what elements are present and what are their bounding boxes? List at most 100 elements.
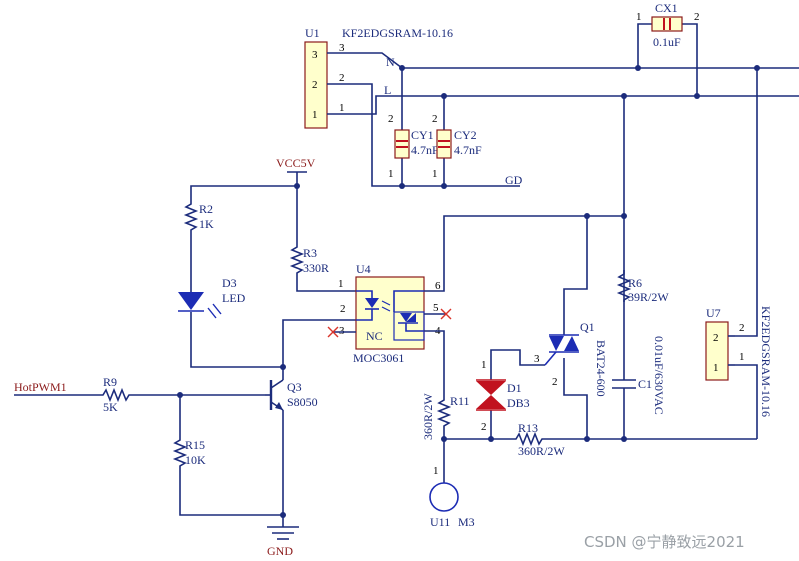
u7-wire1-num: 1 [739, 351, 745, 363]
cx1-capacitor: CX1 0.1uF 1 2 [636, 1, 700, 49]
q3-transistor: Q3 S8050 [265, 379, 318, 411]
r15-resistor: R15 10K [172, 395, 283, 516]
q1-value: BAT24-600 [594, 340, 608, 397]
r9-value: 5K [103, 400, 118, 414]
r3-resistor: R3 330R [289, 243, 329, 275]
cx1-pin2: 2 [694, 11, 700, 23]
triac-wiring [443, 216, 758, 483]
hotpwm-label: HotPWM1 [14, 380, 67, 394]
q1-triac: Q1 BAT24-600 2 3 [534, 320, 608, 397]
r9-ref: R9 [103, 375, 117, 389]
r11-resistor: R11 360R/2W [421, 393, 470, 440]
vcc5v-label: VCC5V [276, 156, 316, 170]
u7-connector: 2 1 2 1 U7 KF2EDGSRAM-10.16 [705, 306, 773, 417]
cy2-value: 4.7nF [454, 143, 482, 157]
q3-value: S8050 [287, 395, 318, 409]
junction-dots [177, 65, 760, 518]
d1-pin2: 2 [481, 421, 487, 433]
u1-pin2-num: 2 [312, 79, 318, 91]
cy2-pin-bottom: 1 [432, 168, 438, 180]
vcc5v-supply: VCC5V [276, 156, 316, 186]
d1-diac: D1 DB3 1 2 [476, 359, 530, 433]
q1-pin3: 3 [534, 353, 540, 365]
gnd-symbol: GND [267, 515, 299, 558]
led-branch-wiring [190, 185, 356, 515]
d3-led: D3 LED [178, 276, 246, 319]
u1-value: KF2EDGSRAM-10.16 [342, 26, 453, 40]
u4-pin3: 3 [339, 325, 345, 337]
cy2-capacitor: CY2 4.7nF 2 1 [432, 113, 482, 180]
u11-pin: 1 [433, 465, 439, 477]
u1-ref: U1 [305, 26, 320, 40]
net-l-label: L [384, 83, 391, 97]
u1-pin3-num: 3 [312, 49, 318, 61]
q3-ref: Q3 [287, 380, 302, 394]
r9-resistor: R9 5K [99, 375, 265, 414]
c1-capacitor: C1 0.01uF/630VAC [612, 336, 666, 415]
u1-pin1-num: 1 [312, 109, 318, 121]
r3-ref: R3 [303, 246, 317, 260]
r15-value: 10K [185, 453, 206, 467]
u4-optocoupler: U4 MOC3061 1 2 3 4 5 6 NC [338, 262, 441, 365]
r13-ref: R13 [518, 421, 538, 435]
u4-pin2: 2 [340, 303, 346, 315]
u4-nc-label: NC [366, 329, 383, 343]
r2-resistor: R2 1K [183, 200, 214, 232]
r6-ref: R6 [628, 276, 642, 290]
u7-pin2-num: 2 [713, 332, 719, 344]
d1-ref: D1 [507, 381, 522, 395]
u1-connector: 3 2 1 U1 KF2EDGSRAM-10.16 3 2 1 N L [304, 26, 453, 129]
cy1-capacitor: CY1 4.7nF 2 1 [388, 113, 439, 180]
u4-ref: U4 [356, 262, 371, 276]
gnd-label: GND [267, 544, 293, 558]
u1-wire2-num: 2 [339, 72, 345, 84]
u1-body [304, 41, 328, 129]
r6-resistor: R6 39R/2W [616, 270, 669, 304]
net-n-label: N [386, 55, 395, 69]
r11-value: 360R/2W [421, 393, 435, 440]
d3-ref: D3 [222, 276, 237, 290]
r2-ref: R2 [199, 202, 213, 216]
u7-pin1-num: 1 [713, 362, 719, 374]
cy1-pin-bottom: 1 [388, 168, 394, 180]
u11-value: M3 [458, 515, 475, 529]
cy2-ref: CY2 [454, 128, 477, 142]
u7-value: KF2EDGSRAM-10.16 [759, 306, 773, 417]
gd-net-label: GD [505, 173, 523, 187]
cy1-pin-top: 2 [388, 113, 394, 125]
r3-value: 330R [303, 261, 329, 275]
cy1-ref: CY1 [411, 128, 434, 142]
watermark: CSDN @宁静致远2021 [584, 533, 745, 551]
cx1-pin1: 1 [636, 11, 642, 23]
r13-resistor: R13 360R/2W [512, 421, 565, 458]
r2-value: 1K [199, 217, 214, 231]
u4-pin5: 5 [433, 302, 439, 314]
d3-value: LED [222, 291, 246, 305]
u1-wire3-num: 3 [339, 42, 345, 54]
u7-wire2-num: 2 [739, 322, 745, 334]
c1-value: 0.01uF/630VAC [652, 336, 666, 415]
r15-ref: R15 [185, 438, 205, 452]
q1-pin2: 2 [552, 376, 558, 388]
u4-pin-wiring [327, 215, 624, 396]
c1-ref: C1 [638, 377, 652, 391]
q1-ref: Q1 [580, 320, 595, 334]
d1-value: DB3 [507, 396, 530, 410]
cx1-value: 0.1uF [653, 35, 681, 49]
u4-value: MOC3061 [353, 351, 404, 365]
u11-ref: U11 [430, 515, 450, 529]
u1-wire1-num: 1 [339, 102, 345, 114]
cy1-value: 4.7nF [411, 143, 439, 157]
u7-ref: U7 [706, 306, 721, 320]
d1-pin1: 1 [481, 359, 487, 371]
r11-ref: R11 [450, 394, 470, 408]
u4-pin1: 1 [338, 278, 344, 290]
u4-pin6: 6 [435, 280, 441, 292]
hotpwm-input: HotPWM1 [14, 380, 99, 396]
r13-value: 360R/2W [518, 444, 565, 458]
cy2-pin-top: 2 [432, 113, 438, 125]
r6-value: 39R/2W [628, 290, 669, 304]
cx1-ref: CX1 [655, 1, 678, 15]
u11-test-point: 1 U11 M3 [429, 465, 475, 529]
